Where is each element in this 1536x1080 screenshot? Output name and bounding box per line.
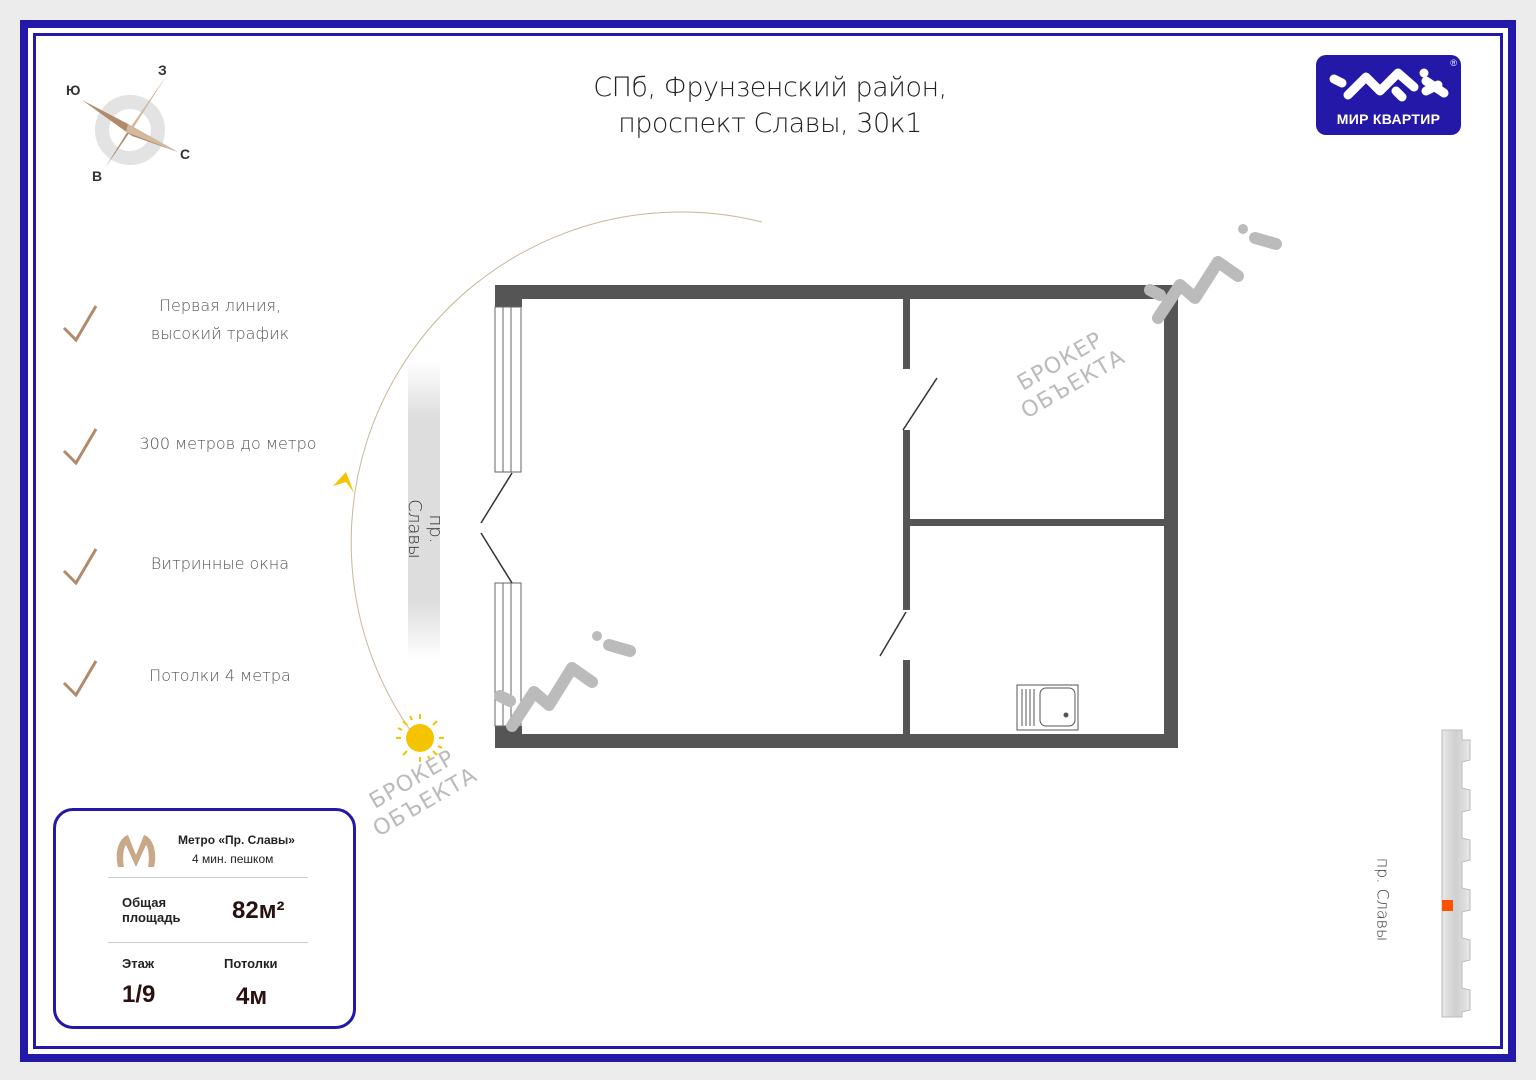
- logo-text: МИР КВАРТИР: [1336, 111, 1441, 127]
- title-line-2: проспект Славы, 30к1: [618, 108, 922, 139]
- title-line-1: СПб, Фрунзенский район,: [593, 72, 947, 103]
- floor-label: Этаж: [122, 956, 155, 971]
- metro-logo-icon: [116, 835, 156, 867]
- feature-text: 300 метров до метро: [118, 430, 338, 458]
- feature-text: Потолки 4 метра: [120, 662, 320, 690]
- arc-arrow-icon: [333, 472, 354, 493]
- page-title: СПб, Фрунзенский район, проспект Славы, …: [520, 70, 1020, 142]
- area-value: 82м²: [232, 897, 285, 924]
- feature-item: Витринные окна: [60, 545, 340, 595]
- info-card: Метро «Пр. Славы» 4 мин. пешком Общая пл…: [53, 808, 356, 1029]
- metro-station: Метро «Пр. Славы»: [178, 833, 295, 847]
- feature-item: Потолки 4 метра: [60, 657, 340, 707]
- feature-line: высокий трафик: [150, 324, 290, 343]
- feature-item: 300 метров до метро: [60, 425, 340, 475]
- watermark-logo-icon: [1144, 224, 1282, 324]
- area-label-line: Общая: [122, 895, 167, 910]
- compass-west: Ю: [66, 82, 81, 98]
- logo-registered-mark: ®: [1450, 58, 1457, 68]
- mini-map: [1441, 729, 1471, 1018]
- metro-walk-time: 4 мин. пешком: [192, 852, 274, 866]
- compass-north: З: [158, 62, 167, 78]
- area-label-line: площадь: [122, 910, 181, 925]
- logo-mark-icon: [1329, 68, 1449, 102]
- moon-icon: [746, 222, 778, 245]
- walls: [495, 285, 1178, 748]
- floor-value: 1/9: [122, 981, 156, 1008]
- card-divider: [108, 942, 308, 943]
- check-icon: [62, 428, 98, 466]
- feature-text: Первая линия, высокий трафик: [120, 292, 320, 348]
- brand-logo: ® МИР КВАРТИР: [1316, 55, 1461, 135]
- feature-line: Витринные окна: [150, 554, 290, 573]
- feature-text: Витринные окна: [120, 550, 320, 578]
- windows: [494, 306, 522, 727]
- street-label-left: пр. Славы: [404, 499, 446, 559]
- check-icon: [62, 305, 98, 343]
- left-street-band: [408, 360, 440, 660]
- ceiling-label: Потолки: [224, 956, 278, 971]
- sink-icon: [1016, 684, 1079, 731]
- card-divider: [108, 877, 308, 878]
- check-icon: [62, 548, 98, 586]
- compass-rose-icon: [82, 78, 178, 168]
- location-marker: [1442, 900, 1453, 911]
- street-label-right: пр. Славы: [1373, 857, 1393, 942]
- compass-south: В: [92, 168, 103, 184]
- feature-item: Первая линия, высокий трафик: [60, 292, 340, 343]
- sun-icon: [396, 714, 444, 762]
- feature-line: 300 метров до метро: [139, 434, 317, 453]
- watermark-logo-icon-2: [494, 631, 636, 732]
- compass-east: С: [180, 146, 191, 162]
- feature-line: Первая линия,: [158, 296, 282, 315]
- feature-line: Потолки 4 метра: [149, 666, 291, 685]
- compass: З Ю С В: [60, 60, 210, 195]
- doors: [480, 377, 938, 657]
- check-icon: [62, 660, 98, 698]
- ceiling-value: 4м: [236, 983, 268, 1010]
- sun-path-arc: [350, 211, 763, 731]
- area-label: Общая площадь: [122, 895, 180, 925]
- inner-frame: [33, 33, 1503, 1049]
